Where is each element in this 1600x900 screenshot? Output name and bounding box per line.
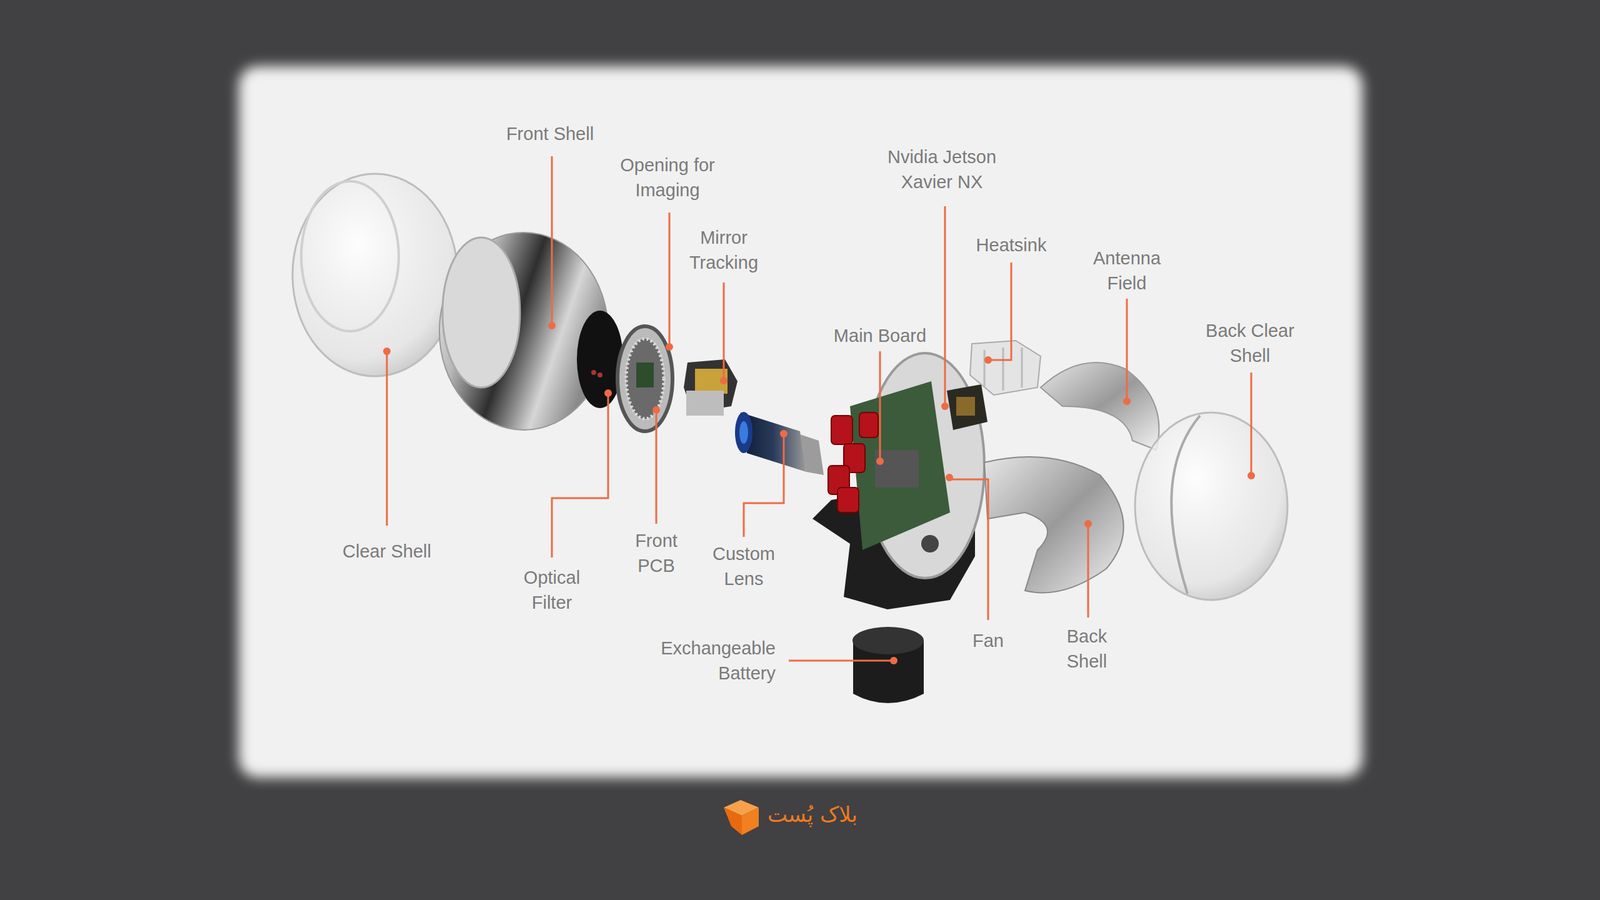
part-label: Front Shell <box>506 121 594 147</box>
part-label: Heatsink <box>976 232 1047 258</box>
part-label: Main Board <box>833 323 927 349</box>
part-label: Clear Shell <box>342 538 432 564</box>
part-label: Back Shell <box>1055 623 1119 674</box>
part-label: Nvidia Jetson Xavier NX <box>875 144 1010 195</box>
front-pcb-drawing <box>617 326 673 432</box>
part-label: Back Clear Shell <box>1195 318 1305 369</box>
background-panel <box>238 66 1363 778</box>
part-label: Exchangeable Battery <box>641 635 776 686</box>
watermark: بلاک پُست <box>767 801 858 827</box>
watermark-icon <box>723 800 759 835</box>
heatsink-drawing <box>970 340 1041 395</box>
part-label: Custom Lens <box>703 541 785 592</box>
clear-shell-drawing <box>292 173 458 377</box>
part-label: Opening for Imaging <box>610 152 726 203</box>
antenna-field-drawing <box>1040 362 1159 450</box>
part-label: Mirror Tracking <box>678 225 770 275</box>
part-label: Antenna Field <box>1081 245 1173 296</box>
back-shell-drawing <box>984 456 1124 593</box>
leader-lines <box>386 156 1252 661</box>
part-label: Fan <box>972 628 1004 654</box>
leader-dots <box>383 321 1255 665</box>
custom-lens-drawing <box>735 411 824 475</box>
optical-filter-drawing <box>576 310 624 409</box>
part-label: Front PCB <box>623 528 690 579</box>
mirror-tracking-drawing <box>683 359 738 416</box>
nvidia-module-drawing <box>946 384 988 430</box>
back-clear-shell-drawing <box>1135 412 1288 600</box>
battery-drawing <box>852 626 924 704</box>
part-label: Optical Filter <box>510 565 595 615</box>
